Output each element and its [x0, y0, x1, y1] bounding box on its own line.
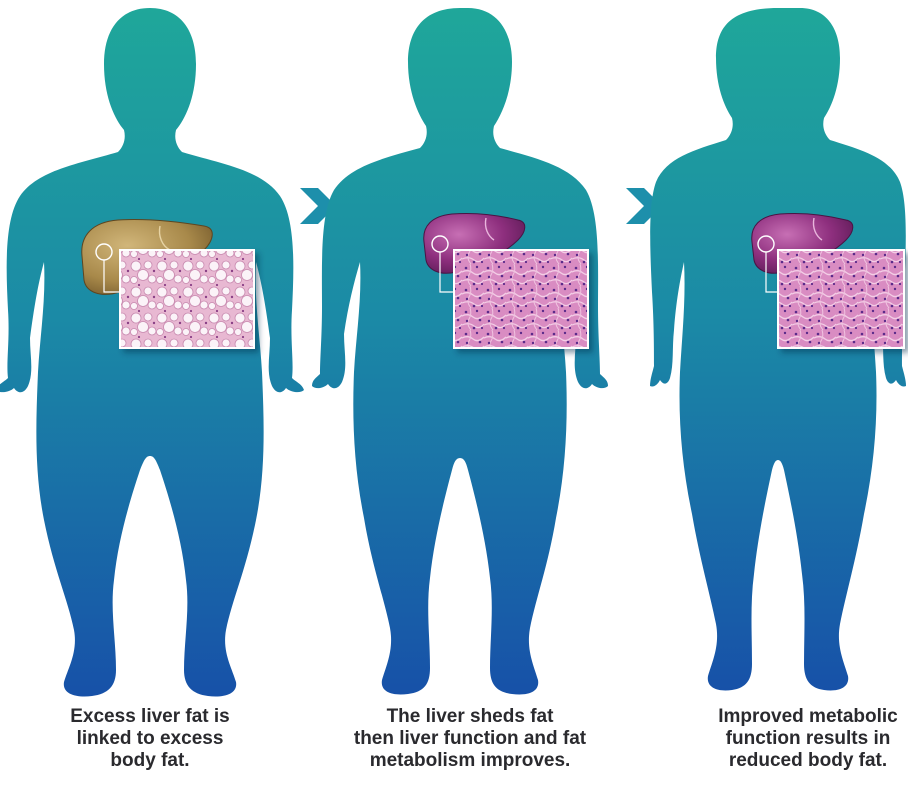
healthy-tissue-micrograph	[454, 250, 588, 348]
fatty-tissue-micrograph	[120, 250, 254, 348]
figure-stage-3	[650, 8, 906, 690]
caption-line: reduced body fat.	[658, 750, 908, 772]
caption-stage-1: Excess liver fat is linked to excess bod…	[0, 706, 300, 772]
body-silhouette-icon	[312, 8, 608, 694]
caption-line: Excess liver fat is	[0, 706, 300, 728]
body-silhouette-icon	[0, 8, 304, 696]
healthy-tissue-micrograph	[778, 250, 904, 348]
figure-stage-2	[312, 8, 608, 694]
caption-line: body fat.	[0, 750, 300, 772]
caption-line: The liver sheds fat	[320, 706, 620, 728]
caption-stage-3: Improved metabolic function results in r…	[658, 706, 908, 772]
caption-stage-2: The liver sheds fat then liver function …	[320, 706, 620, 772]
caption-line: function results in	[658, 728, 908, 750]
caption-line: then liver function and fat	[320, 728, 620, 750]
body-silhouette-icon	[650, 8, 906, 690]
caption-line: metabolism improves.	[320, 750, 620, 772]
figure-stage-1	[0, 8, 304, 696]
caption-line: Improved metabolic	[658, 706, 908, 728]
caption-line: linked to excess	[0, 728, 300, 750]
